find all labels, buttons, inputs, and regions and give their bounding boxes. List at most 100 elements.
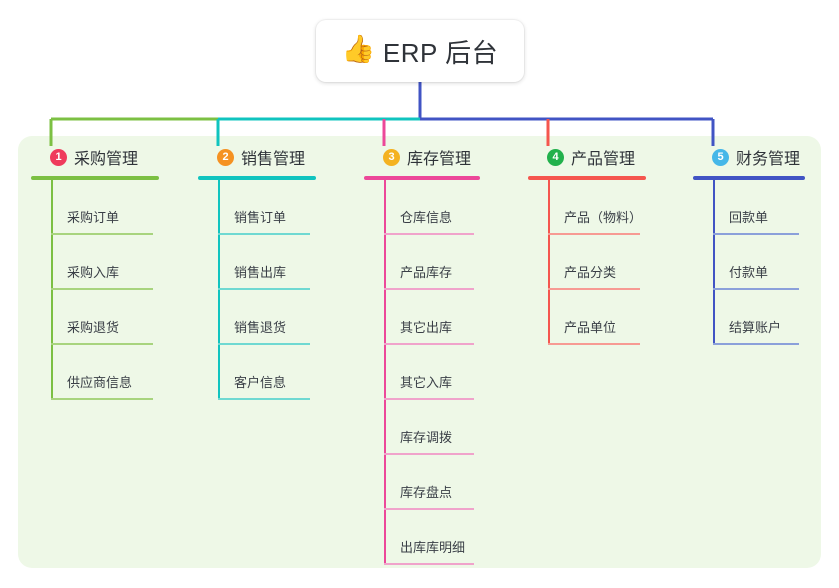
leaf-label: 库存调拨 [400,430,453,445]
leaf-node[interactable]: 库存盘点 [364,455,480,510]
leaf-label: 产品单位 [564,320,617,335]
branch-underline-4 [528,176,646,180]
leaf-underline [384,343,474,345]
branch-header-3[interactable]: 3 库存管理 [364,144,480,170]
branch-leaf-list-1: 采购订单采购入库采购退货供应商信息 [31,180,159,400]
leaf-underline [218,398,310,400]
leaf-label: 采购订单 [67,210,120,225]
leaf-node[interactable]: 仓库信息 [364,180,480,235]
leaf-underline [218,343,310,345]
leaf-label: 出库库明细 [400,540,466,555]
leaf-underline [548,233,640,235]
branch-badge-3: 3 [383,148,400,166]
branch-badge-5: 5 [712,148,729,166]
leaf-node[interactable]: 其它出库 [364,290,480,345]
leaf-label: 采购退货 [67,320,120,335]
leaf-node[interactable]: 采购入库 [31,235,159,290]
leaf-underline [218,288,310,290]
root-node[interactable]: 👍 ERP 后台 [316,20,524,82]
leaf-node[interactable]: 销售订单 [198,180,316,235]
leaf-underline [548,343,640,345]
leaf-underline [384,398,474,400]
branch-spine-1 [51,180,53,400]
branch-header-5[interactable]: 5 财务管理 [693,144,805,170]
branch-spine-5 [713,180,715,345]
leaf-node[interactable]: 客户信息 [198,345,316,400]
thumbs-up-icon: 👍 [341,34,376,64]
leaf-underline [51,288,153,290]
leaf-underline [384,508,474,510]
leaf-node[interactable]: 供应商信息 [31,345,159,400]
leaf-underline [384,233,474,235]
leaf-label: 付款单 [729,265,769,280]
branch-column-3: 3 库存管理仓库信息产品库存其它出库其它入库库存调拨库存盘点出库库明细 [364,144,480,565]
leaf-label: 结算账户 [729,320,782,335]
leaf-label: 回款单 [729,210,769,225]
leaf-node[interactable]: 采购退货 [31,290,159,345]
branch-column-2: 2 销售管理销售订单销售出库销售退货客户信息 [198,144,316,400]
leaf-underline [51,343,153,345]
branch-leaf-list-3: 仓库信息产品库存其它出库其它入库库存调拨库存盘点出库库明细 [364,180,480,565]
branch-spine-3 [384,180,386,565]
leaf-underline [51,233,153,235]
leaf-label: 其它入库 [400,375,453,390]
branch-badge-4: 4 [547,148,564,166]
branch-underline-5 [693,176,805,180]
leaf-underline [548,288,640,290]
branch-spine-4 [548,180,550,345]
leaf-underline [713,343,799,345]
branch-title-3: 库存管理 [407,151,472,168]
leaf-label: 销售退货 [234,320,287,335]
leaf-node[interactable]: 付款单 [693,235,805,290]
branch-column-5: 5 财务管理回款单付款单结算账户 [693,144,805,345]
branch-header-1[interactable]: 1 采购管理 [31,144,159,170]
leaf-underline [51,398,153,400]
branch-leaf-list-5: 回款单付款单结算账户 [693,180,805,345]
leaf-node[interactable]: 采购订单 [31,180,159,235]
leaf-label: 产品（物料） [564,210,643,225]
branch-underline-2 [198,176,316,180]
leaf-node[interactable]: 回款单 [693,180,805,235]
leaf-node[interactable]: 产品单位 [528,290,646,345]
leaf-underline [713,288,799,290]
branch-underline-1 [31,176,159,180]
leaf-node[interactable]: 其它入库 [364,345,480,400]
leaf-node[interactable]: 销售出库 [198,235,316,290]
leaf-underline [384,288,474,290]
branch-title-5: 财务管理 [736,151,801,168]
leaf-label: 产品库存 [400,265,453,280]
branch-underline-3 [364,176,480,180]
branch-leaf-list-4: 产品（物料） 产品分类产品单位 [528,180,646,345]
branch-title-1: 采购管理 [74,151,139,168]
leaf-label: 其它出库 [400,320,453,335]
leaf-label: 客户信息 [234,375,287,390]
leaf-underline [713,233,799,235]
leaf-label: 库存盘点 [400,485,453,500]
leaf-node[interactable]: 产品（物料） [528,180,646,235]
leaf-underline [384,453,474,455]
leaf-node[interactable]: 产品库存 [364,235,480,290]
leaf-underline [384,563,474,565]
leaf-node[interactable]: 产品分类 [528,235,646,290]
branch-spine-2 [218,180,220,400]
branch-header-2[interactable]: 2 销售管理 [198,144,316,170]
leaf-label: 采购入库 [67,265,120,280]
branch-title-2: 销售管理 [241,151,306,168]
leaf-node[interactable]: 出库库明细 [364,510,480,565]
leaf-node[interactable]: 结算账户 [693,290,805,345]
leaf-label: 仓库信息 [400,210,453,225]
leaf-label: 产品分类 [564,265,617,280]
branch-leaf-list-2: 销售订单销售出库销售退货客户信息 [198,180,316,400]
leaf-label: 供应商信息 [67,375,133,390]
branch-column-1: 1 采购管理采购订单采购入库采购退货供应商信息 [31,144,159,400]
branch-badge-2: 2 [217,148,234,166]
leaf-underline [218,233,310,235]
leaf-node[interactable]: 销售退货 [198,290,316,345]
leaf-node[interactable]: 库存调拨 [364,400,480,455]
root-title: ERP 后台 [382,37,499,68]
leaf-label: 销售订单 [234,210,287,225]
branch-badge-1: 1 [50,148,67,166]
